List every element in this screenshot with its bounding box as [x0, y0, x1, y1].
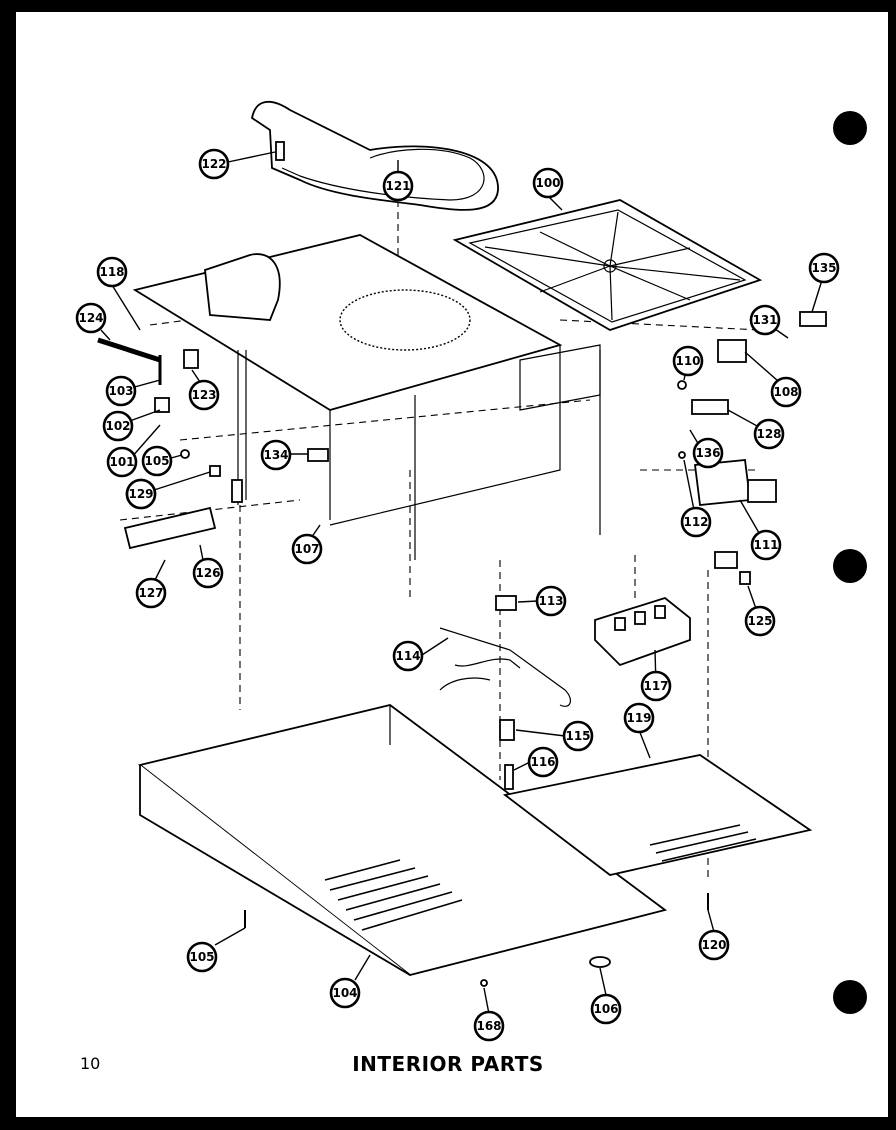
svg-text:120: 120 — [701, 938, 726, 952]
callout-106: 106 — [590, 993, 622, 1025]
callout-136: 136 — [692, 437, 724, 469]
svg-text:105: 105 — [144, 454, 169, 468]
svg-text:116: 116 — [530, 755, 555, 769]
svg-text:122: 122 — [201, 157, 226, 171]
binder-hole-mark — [833, 111, 867, 145]
callout-103: 103 — [105, 375, 137, 407]
svg-text:112: 112 — [683, 515, 708, 529]
callout-128: 128 — [753, 418, 785, 450]
callout-108: 108 — [770, 376, 802, 408]
callout-111: 111 — [750, 529, 782, 561]
svg-text:110: 110 — [675, 354, 700, 368]
callout-123: 123 — [188, 379, 220, 411]
callout-115: 115 — [562, 720, 594, 752]
svg-text:136: 136 — [695, 446, 720, 460]
svg-text:101: 101 — [109, 455, 134, 469]
svg-text:135: 135 — [811, 261, 836, 275]
callout-135: 135 — [808, 252, 840, 284]
callout-102: 102 — [102, 410, 134, 442]
callout-116: 116 — [527, 746, 559, 778]
svg-text:124: 124 — [78, 311, 103, 325]
callout-112: 112 — [680, 506, 712, 538]
callout-125: 125 — [744, 605, 776, 637]
svg-text:103: 103 — [108, 384, 133, 398]
svg-text:113: 113 — [538, 594, 563, 608]
callout-122: 122 — [198, 148, 230, 180]
svg-text:129: 129 — [128, 487, 153, 501]
housing-107 — [132, 234, 601, 560]
svg-text:131: 131 — [752, 313, 777, 327]
svg-text:118: 118 — [99, 265, 124, 279]
svg-text:121: 121 — [385, 179, 410, 193]
svg-text:134: 134 — [263, 448, 288, 462]
top-panel-100 — [452, 199, 763, 331]
callout-134: 134 — [260, 439, 292, 471]
svg-text:111: 111 — [753, 538, 778, 552]
callout-107: 107 — [291, 533, 323, 565]
callout-126: 126 — [192, 557, 224, 589]
bracket-126 — [123, 506, 217, 550]
svg-text:115: 115 — [565, 729, 590, 743]
svg-text:107: 107 — [294, 542, 319, 556]
callout-129: 129 — [125, 478, 157, 510]
page-number: 10 — [80, 1054, 101, 1073]
callout-104: 104 — [329, 977, 361, 1009]
svg-text:168: 168 — [476, 1019, 501, 1033]
svg-text:125: 125 — [747, 614, 772, 628]
svg-text:123: 123 — [191, 388, 216, 402]
callout-117: 117 — [640, 670, 672, 702]
binder-hole-mark — [833, 980, 867, 1014]
svg-text:105: 105 — [189, 950, 214, 964]
svg-text:100: 100 — [535, 176, 560, 190]
callout-119: 119 — [623, 702, 655, 734]
svg-text:127: 127 — [138, 586, 163, 600]
callout-101: 101 — [106, 446, 138, 478]
binder-hole-mark — [833, 549, 867, 583]
cover-plate-119 — [502, 754, 813, 876]
callout-100: 100 — [532, 167, 564, 199]
callout-110: 110 — [672, 345, 704, 377]
svg-text:104: 104 — [332, 986, 357, 1000]
svg-text:102: 102 — [105, 419, 130, 433]
hardware — [154, 311, 827, 790]
callout-120: 120 — [698, 929, 730, 961]
svg-text:128: 128 — [756, 427, 781, 441]
relay-117 — [594, 596, 691, 667]
strip-124 — [97, 337, 161, 363]
callout-113: 113 — [535, 585, 567, 617]
svg-text:117: 117 — [643, 679, 668, 693]
svg-text:108: 108 — [773, 385, 798, 399]
callout-131: 131 — [749, 304, 781, 336]
callout-105: 105 — [141, 445, 173, 477]
base-plate-104 — [137, 704, 668, 976]
svg-text:119: 119 — [626, 711, 651, 725]
svg-text:106: 106 — [593, 1002, 618, 1016]
callout-114: 114 — [392, 640, 424, 672]
callout-124: 124 — [75, 302, 107, 334]
callout-127: 127 — [135, 577, 167, 609]
callout-168: 168 — [473, 1010, 505, 1042]
svg-text:114: 114 — [395, 649, 420, 663]
callout-121: 121 — [382, 170, 414, 202]
callout-105: 105 — [186, 941, 218, 973]
screws — [244, 893, 709, 987]
svg-text:126: 126 — [195, 566, 220, 580]
harness-114 — [439, 627, 572, 707]
front-trim-121 — [250, 101, 499, 211]
callout-118: 118 — [96, 256, 128, 288]
page-title: INTERIOR PARTS — [352, 1052, 544, 1076]
